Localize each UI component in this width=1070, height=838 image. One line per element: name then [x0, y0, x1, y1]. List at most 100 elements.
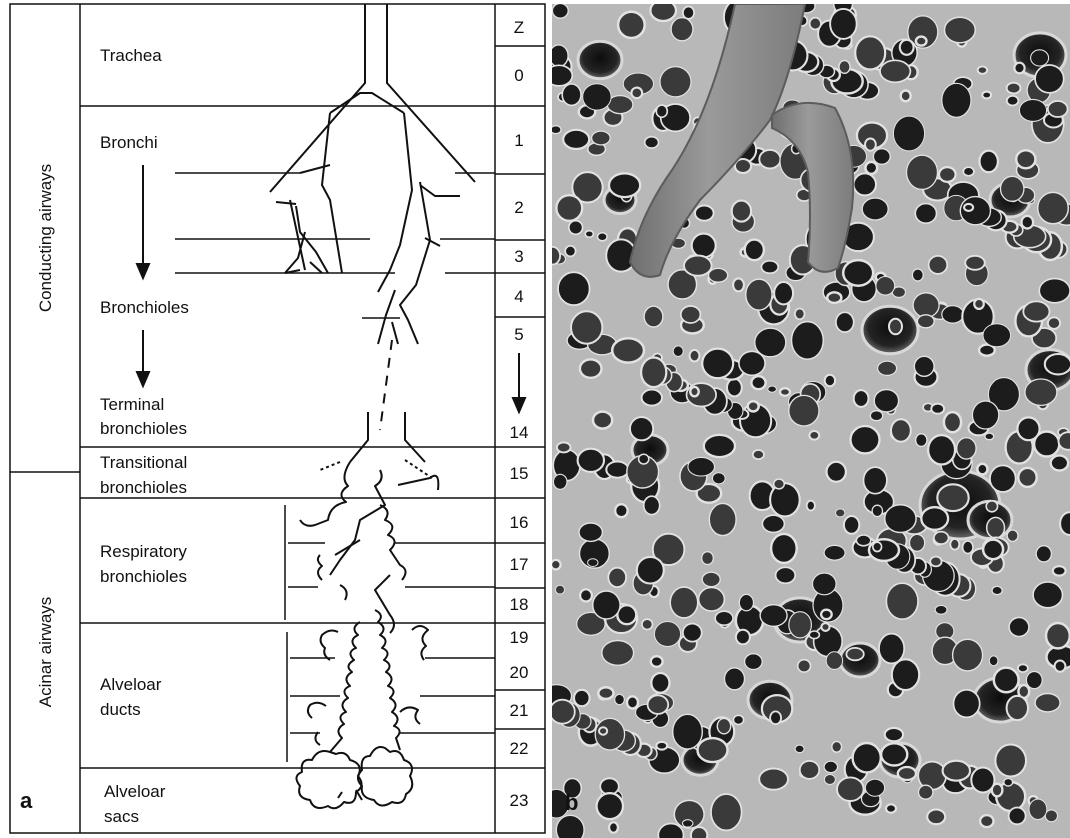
group-label-acinar: Acinar airways — [36, 597, 55, 708]
alveolus-pore — [865, 779, 884, 796]
alveolus-pore — [1048, 101, 1068, 117]
alveolus-pore — [836, 509, 845, 517]
alveolus-pore — [937, 484, 968, 511]
alveolus-pore — [580, 589, 592, 601]
alveolus-pore — [642, 619, 653, 629]
alveolus-pore — [885, 728, 903, 741]
z-value: 16 — [510, 513, 529, 532]
alveolus-pore — [856, 535, 870, 546]
alveolus-pore — [702, 552, 714, 565]
alveolus-pore — [715, 611, 733, 625]
alveolus-pore — [886, 583, 918, 619]
alveolus-pore — [571, 311, 602, 343]
alveolus-pore — [985, 433, 994, 440]
alveolus-pore — [963, 541, 973, 553]
z-value: 15 — [510, 464, 529, 483]
alveolus-pore — [702, 349, 733, 379]
alveolus-pore — [733, 278, 744, 291]
alveolus-pore — [753, 450, 764, 459]
alveolus-pore — [585, 231, 593, 238]
alveolus-pore — [1035, 65, 1064, 93]
alveolus-pore — [982, 92, 991, 99]
alveolus-pore — [713, 473, 726, 484]
alveolus-pore — [1036, 546, 1051, 562]
alveolus-pore — [980, 151, 998, 173]
label-alveolar-ducts-2: ducts — [100, 700, 141, 719]
alveolus-pore — [651, 656, 663, 667]
group-label-conducting: Conducting airways — [36, 164, 55, 312]
z-value: 3 — [514, 247, 523, 266]
alveolus-pore — [1016, 150, 1035, 168]
alveolus-pore — [736, 630, 750, 645]
alveolus-pore — [980, 815, 993, 827]
panel-b-letter: b — [565, 790, 578, 815]
alveolus-pore — [953, 639, 983, 671]
alveolus-pore — [1031, 50, 1049, 66]
alveolus-pore — [670, 587, 698, 618]
alveolus-pore — [983, 324, 1011, 347]
alveolus-pore — [824, 775, 835, 785]
alveolus-pore — [795, 309, 805, 320]
alveolus-pore — [565, 246, 575, 257]
alveolus-pore — [855, 36, 885, 69]
alveolus-pore — [862, 198, 888, 220]
alveolus-pore — [562, 84, 581, 105]
alveolus-pore — [683, 7, 694, 19]
alveolus-pore — [891, 419, 911, 441]
alveolus-pore — [739, 351, 765, 375]
z-value: 18 — [510, 595, 529, 614]
alveolus-pore — [631, 88, 642, 99]
z-value: 4 — [514, 287, 523, 306]
label-terminal-2: bronchioles — [100, 419, 187, 438]
alveolus-pore — [935, 605, 947, 614]
region-labels: Trachea Bronchi Bronchioles Terminal bro… — [100, 46, 189, 826]
alveolus-pore — [759, 150, 780, 169]
alveolus-pore — [901, 91, 911, 102]
alveolus-pore — [699, 587, 725, 611]
alveolus-pore — [821, 610, 832, 619]
alveolus-pore — [928, 435, 955, 464]
alveolus-pore — [874, 390, 898, 412]
alveolus-pore — [885, 505, 916, 533]
alveolus-pore — [934, 532, 949, 544]
alveolus-pore — [651, 673, 669, 693]
alveolus-pore — [770, 711, 781, 724]
alveolus-pore — [846, 648, 863, 660]
alveolus-pore — [954, 690, 980, 718]
alveolus-pore — [761, 261, 778, 273]
alveolus-pore — [549, 45, 568, 67]
alveolus-pore — [639, 454, 649, 464]
alveolus-pore — [870, 411, 882, 421]
alveolus-pore — [1051, 456, 1068, 471]
label-alveolar-sacs-2: sacs — [104, 807, 139, 826]
alveolus-pore — [556, 195, 582, 221]
alveolus-pore — [654, 622, 680, 647]
z-value: 20 — [510, 663, 529, 682]
alveolus-pore — [648, 695, 669, 714]
alveolus-pore — [1009, 808, 1026, 825]
alveolus-pore — [546, 65, 573, 86]
alveolus-pore — [810, 18, 821, 30]
alveolus-pore — [986, 501, 997, 512]
alveolus-pore — [1053, 566, 1066, 575]
alveolus-pore — [709, 503, 736, 535]
alveolus-pore — [1017, 417, 1039, 440]
alveolus-pore — [917, 315, 934, 328]
alveolus-pore — [1023, 301, 1049, 321]
alveolus-pore — [691, 827, 707, 838]
alveolus-pore — [898, 767, 916, 780]
alveolus-pore — [612, 338, 644, 362]
alveolus-pore — [836, 312, 854, 332]
alveolus-pore — [641, 358, 666, 388]
alveolus-pore — [739, 594, 753, 610]
alveolus-pore — [598, 233, 608, 241]
alveolus-pore — [927, 809, 945, 824]
alveolus-pore — [774, 479, 785, 489]
alveolus-pore — [1018, 664, 1028, 672]
alveolus-pore — [597, 793, 623, 819]
alveolus-pore — [837, 777, 864, 801]
alveolus-pore — [759, 769, 788, 790]
alveolus-pore — [995, 745, 1026, 777]
alveolus-pore — [776, 567, 796, 583]
alveolus-pore — [683, 820, 693, 827]
